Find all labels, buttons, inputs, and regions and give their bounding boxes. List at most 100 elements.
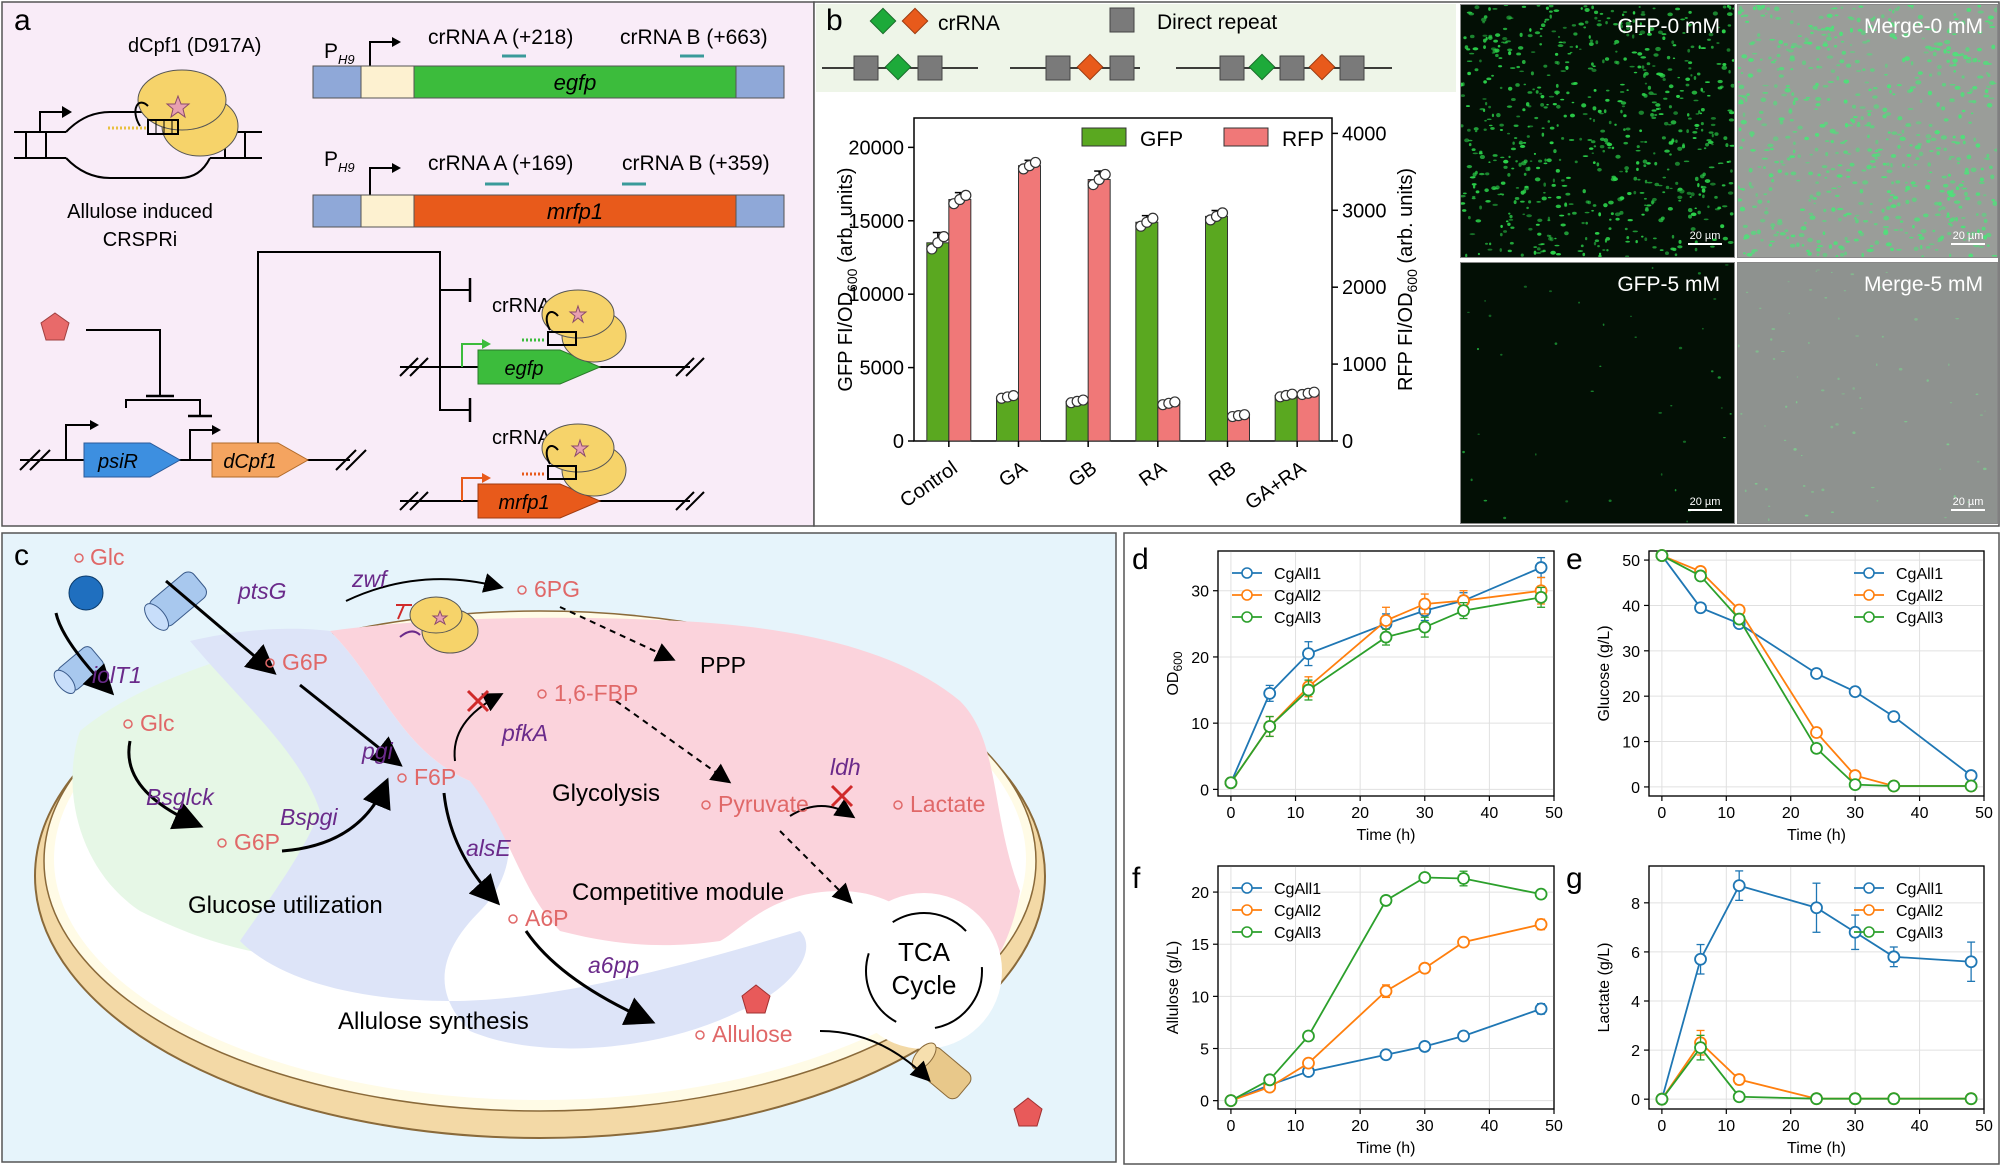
cell-dot [1484, 119, 1487, 122]
cell-dot [1937, 71, 1942, 76]
cell-dot [1541, 132, 1545, 137]
cell-dot [1597, 19, 1602, 22]
cell-dot [1646, 162, 1651, 165]
cell-dot [1672, 44, 1677, 47]
cell-dot [1888, 22, 1894, 25]
cell-dot [1805, 161, 1810, 164]
legend-label-cgall1: CgAll1 [1274, 881, 1321, 898]
cell-dot [1769, 38, 1776, 41]
data-point-cgall1 [1887, 950, 1901, 964]
cell-dot [1543, 106, 1548, 109]
cell-dot [1633, 71, 1638, 74]
cell-dot [1640, 56, 1647, 59]
tick-label-left: 10000 [848, 284, 904, 306]
cell-dot [1639, 129, 1643, 133]
merge-cell-dots [1738, 5, 1997, 257]
cell-dot [1834, 36, 1838, 39]
cell-dot [1700, 47, 1706, 50]
cell-dot [1795, 401, 1798, 404]
cell-dot [1562, 26, 1567, 29]
cell-dot [1948, 194, 1953, 197]
tick-label-y: 30 [1622, 644, 1640, 661]
cell-dot [1582, 155, 1589, 158]
cell-dot [1776, 67, 1780, 71]
cell-dot [1591, 209, 1595, 212]
cell-dot [1512, 141, 1515, 145]
cell-dot [1571, 101, 1575, 104]
cell-dot [1830, 511, 1835, 514]
cell-dot [1793, 141, 1796, 146]
cell-dot [1488, 7, 1491, 11]
tick-label-y: 10 [1191, 989, 1209, 1006]
cell-dot [1511, 167, 1515, 170]
tick-label-y: 0 [1200, 1094, 1209, 1111]
cell-dot [1549, 141, 1554, 145]
scalebar-label: 20 µm [1689, 496, 1721, 508]
data-point-cgall1 [1534, 1002, 1548, 1016]
cell-dot [1513, 124, 1519, 127]
cell-dot [1728, 118, 1734, 122]
micrograph-label-gfp-5mm: GFP-5 mM [1617, 273, 1720, 296]
cell-dot [1977, 200, 1982, 205]
cell-dot [1461, 202, 1466, 205]
cell-dot [1851, 119, 1856, 124]
cell-dot [1947, 222, 1952, 225]
cell-dot [1537, 86, 1542, 89]
cell-dot [1663, 97, 1668, 100]
chart-b-plot-frame [913, 117, 1333, 442]
cell-dot [1854, 217, 1857, 220]
cell-dot [1906, 153, 1912, 158]
cell-dot [1599, 365, 1602, 367]
cell-dot [1949, 402, 1953, 404]
x-axis-label: Time (h) [1357, 1140, 1416, 1157]
cell-dot [1830, 425, 1834, 429]
cell-dot [1749, 185, 1754, 189]
crspri-label: CRSPRi [103, 229, 177, 251]
data-point-cgall3 [1224, 1094, 1238, 1108]
cell-dot [1507, 172, 1511, 177]
cell-dot [1955, 318, 1960, 320]
x-axis-label: Time (h) [1787, 827, 1846, 844]
cell-dot [1970, 231, 1976, 237]
cell-dot [1936, 48, 1941, 51]
blocked-ldh-icon [830, 784, 854, 808]
cell-dot [1960, 134, 1966, 140]
cell-dot [1593, 241, 1597, 246]
cell-dot [1635, 149, 1641, 152]
cell-dot [1541, 196, 1547, 201]
cell-dot [1738, 102, 1744, 105]
cell-dot [1762, 92, 1769, 94]
cell-dot [1975, 213, 1979, 216]
cell-dot [1824, 176, 1828, 179]
cell-dot [1626, 26, 1630, 31]
cell-dot [1540, 94, 1545, 99]
cell-dot [1488, 161, 1491, 163]
cell-dot [1816, 253, 1820, 256]
cell-dot [1577, 250, 1584, 252]
cell-dot [1541, 127, 1545, 129]
regulation-circuit: psiR dCpf1 [19, 251, 472, 478]
cell-dot [1498, 65, 1503, 68]
cell-dot [1502, 36, 1508, 41]
cell-dot [1608, 200, 1614, 205]
cell-dot [1979, 177, 1985, 182]
cell-dot [1640, 141, 1644, 143]
cell-dot [1778, 117, 1785, 121]
enzyme-labels: ptsG zwf iolT1 pgi pfkA ldh Bsglck Bspgi… [92, 566, 861, 978]
cell-dot [1833, 44, 1838, 48]
cell-dot [1468, 139, 1473, 142]
cell-dot [1882, 114, 1887, 119]
cell-dot [1843, 150, 1848, 154]
cell-dot [1610, 212, 1614, 216]
cell-dot [1593, 145, 1597, 148]
cell-dot [1538, 243, 1544, 246]
cell-dot [1694, 207, 1697, 210]
cell-dot [1888, 8, 1892, 12]
cell-dot [1478, 151, 1483, 155]
cell-dot [1738, 84, 1745, 90]
cell-dot [1606, 17, 1611, 20]
cell-dot [1699, 112, 1703, 115]
cell-dot [1834, 194, 1840, 198]
cell-dot [1768, 243, 1773, 247]
cell-dot [1581, 221, 1585, 225]
